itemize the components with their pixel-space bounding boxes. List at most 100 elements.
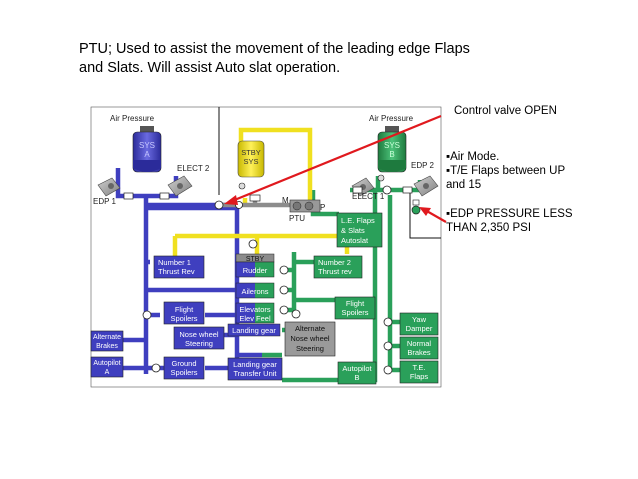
control-valve-arrowhead-icon <box>224 195 238 205</box>
edp2-label: EDP 2 <box>411 161 435 170</box>
flight-spoilers-r-label-1: Flight <box>346 299 365 308</box>
heading-line-1: PTU; Used to assist the movement of the … <box>79 41 470 57</box>
nosewheel-label-1: Nose wheel <box>179 330 219 339</box>
stby-sys-label-1: STBY <box>241 148 261 157</box>
alt-nosewheel-label-2: Nose wheel <box>290 334 330 343</box>
num1-label-2: Thrust Rev <box>158 267 195 276</box>
ptu-unit-icon <box>289 199 321 213</box>
te-flaps-label-1: T.E. <box>413 363 426 372</box>
elect1-label: ELECT 1 <box>352 192 385 201</box>
te-flaps-label-2: Flaps <box>410 372 429 381</box>
note-air-mode: ▪Air Mode. <box>446 151 500 163</box>
lg-transfer-label-1: Landing gear <box>233 360 277 369</box>
pump-edp2-icon <box>413 175 439 197</box>
reservoir-standby: STBY SYS <box>237 140 265 178</box>
edp1-label: EDP 1 <box>93 197 117 206</box>
le-flaps-label-2: & Slats <box>341 226 365 235</box>
alt-nosewheel-label-1: Alternate <box>295 324 325 333</box>
note-edp-pressure-line1: ▪EDP PRESSURE LESS <box>446 208 573 220</box>
red-arrows <box>224 114 447 223</box>
box-autopilot-b: Autopilot B <box>337 361 377 385</box>
flight-spoilers-l-label-1: Flight <box>175 305 194 314</box>
ground-spoilers-label-1: Ground <box>171 359 196 368</box>
flight-spoilers-l-label-2: Spoilers <box>170 314 197 323</box>
alt-brakes-label-1: Alternate <box>93 334 121 341</box>
box-number2-thrust-rev: Number 2 Thrust rev <box>313 255 363 279</box>
sys-b-label-1: SYS <box>384 141 400 150</box>
autopilot-b-label-1: Autopilot <box>342 364 372 373</box>
box-rudder: Rudder <box>235 261 275 278</box>
autopilot-b-label-2: B <box>354 373 359 382</box>
box-yaw-damper: Yaw Damper <box>399 312 439 336</box>
control-valve-arrow <box>231 114 442 203</box>
edp-pressure-arrowhead-icon <box>419 207 431 216</box>
normal-brakes-label-2: Brakes <box>407 348 431 357</box>
nosewheel-label-2: Steering <box>185 339 213 348</box>
air-pressure-a-label: Air Pressure <box>110 114 155 123</box>
heading-line-2: and Slats. Will assist Auto slat operati… <box>79 60 341 76</box>
landing-gear-label: Landing gear <box>232 326 276 335</box>
ptu-label: PTU <box>289 214 305 223</box>
rudder-label: Rudder <box>243 266 268 275</box>
box-le-flaps-slats: L.E. Flaps & Slats Autoslat <box>336 212 383 248</box>
note-te-flaps-line1: ▪T/E Flaps between UP <box>446 165 566 177</box>
reservoir-b: SYS B <box>377 126 407 173</box>
box-ailerons: Ailerons <box>235 282 275 299</box>
box-number1-thrust-rev: Number 1 Thrust Rev <box>153 255 205 279</box>
flight-spoilers-r-label-2: Spoilers <box>341 308 368 317</box>
yaw-damper-label-2: Damper <box>406 324 433 333</box>
note-te-flaps-line2: and 15 <box>446 179 482 191</box>
alt-brakes-label-2: Brakes <box>96 343 118 350</box>
elevators-label-2: Elev Feel <box>239 314 271 323</box>
m-label: M <box>282 196 289 205</box>
note-control-valve: Control valve OPEN <box>454 105 557 117</box>
stby-bar-label: STBY <box>246 256 265 263</box>
elevators-label-1: Elevators <box>239 305 271 314</box>
box-elevators: Elevators Elev Feel <box>235 302 275 324</box>
ailerons-label: Ailerons <box>241 287 268 296</box>
box-te-flaps: T.E. Flaps <box>399 360 439 384</box>
box-landing-gear: Landing gear <box>227 323 281 337</box>
box-landing-gear-transfer-unit: Landing gear Transfer Unit <box>227 357 283 381</box>
box-alternate-nose-wheel-steering: Alternate Nose wheel Steering <box>284 321 336 357</box>
stby-sys-label-2: SYS <box>243 157 258 166</box>
le-flaps-label-1: L.E. Flaps <box>341 216 375 225</box>
normal-brakes-label-1: Normal <box>407 339 432 348</box>
sys-a-label-2: A <box>144 150 150 159</box>
elect2-label: ELECT 2 <box>177 164 210 173</box>
box-ground-spoilers: Ground Spoilers <box>163 356 205 380</box>
sys-b-valve-icon <box>377 174 385 182</box>
pump-elect2-icon <box>167 175 193 197</box>
note-edp-pressure-line2: THAN 2,350 PSI <box>446 222 532 234</box>
alt-nosewheel-label-3: Steering <box>296 344 324 353</box>
box-nose-wheel-steering: Nose wheel Steering <box>173 326 225 350</box>
box-flight-spoilers-right: Flight Spoilers <box>334 296 376 320</box>
edp2-pressure-switch-icon <box>411 199 421 215</box>
autopilot-a-label-2: A <box>105 369 110 376</box>
sys-a-label-1: SYS <box>139 141 155 150</box>
pump-edp1-icon <box>97 177 121 197</box>
num2-label-2: Thrust rev <box>318 267 352 276</box>
box-autopilot-a: Autopilot A <box>90 356 124 378</box>
ground-spoilers-label-2: Spoilers <box>170 368 197 377</box>
sys-b-label-2: B <box>389 150 394 159</box>
check-valves <box>123 186 413 202</box>
box-normal-brakes: Normal Brakes <box>399 336 439 360</box>
lg-transfer-label-2: Transfer Unit <box>233 369 277 378</box>
yaw-damper-label-1: Yaw <box>412 315 427 324</box>
num1-label-1: Number 1 <box>158 258 191 267</box>
le-flaps-label-3: Autoslat <box>341 236 369 245</box>
air-pressure-b-label: Air Pressure <box>369 114 414 123</box>
box-alternate-brakes: Alternate Brakes <box>90 330 124 352</box>
box-flight-spoilers-left: Flight Spoilers <box>163 301 205 325</box>
stby-valve-icon <box>238 182 246 190</box>
num2-label-1: Number 2 <box>318 258 351 267</box>
p-label: P <box>320 203 325 212</box>
reservoir-a: SYS A <box>132 126 162 173</box>
control-lines <box>218 107 441 239</box>
diagram-frame <box>90 106 442 388</box>
autopilot-a-label-1: Autopilot <box>93 360 120 367</box>
slide-heading: PTU; Used to assist the movement of the … <box>79 40 539 78</box>
stby-bar: STBY <box>235 253 275 263</box>
